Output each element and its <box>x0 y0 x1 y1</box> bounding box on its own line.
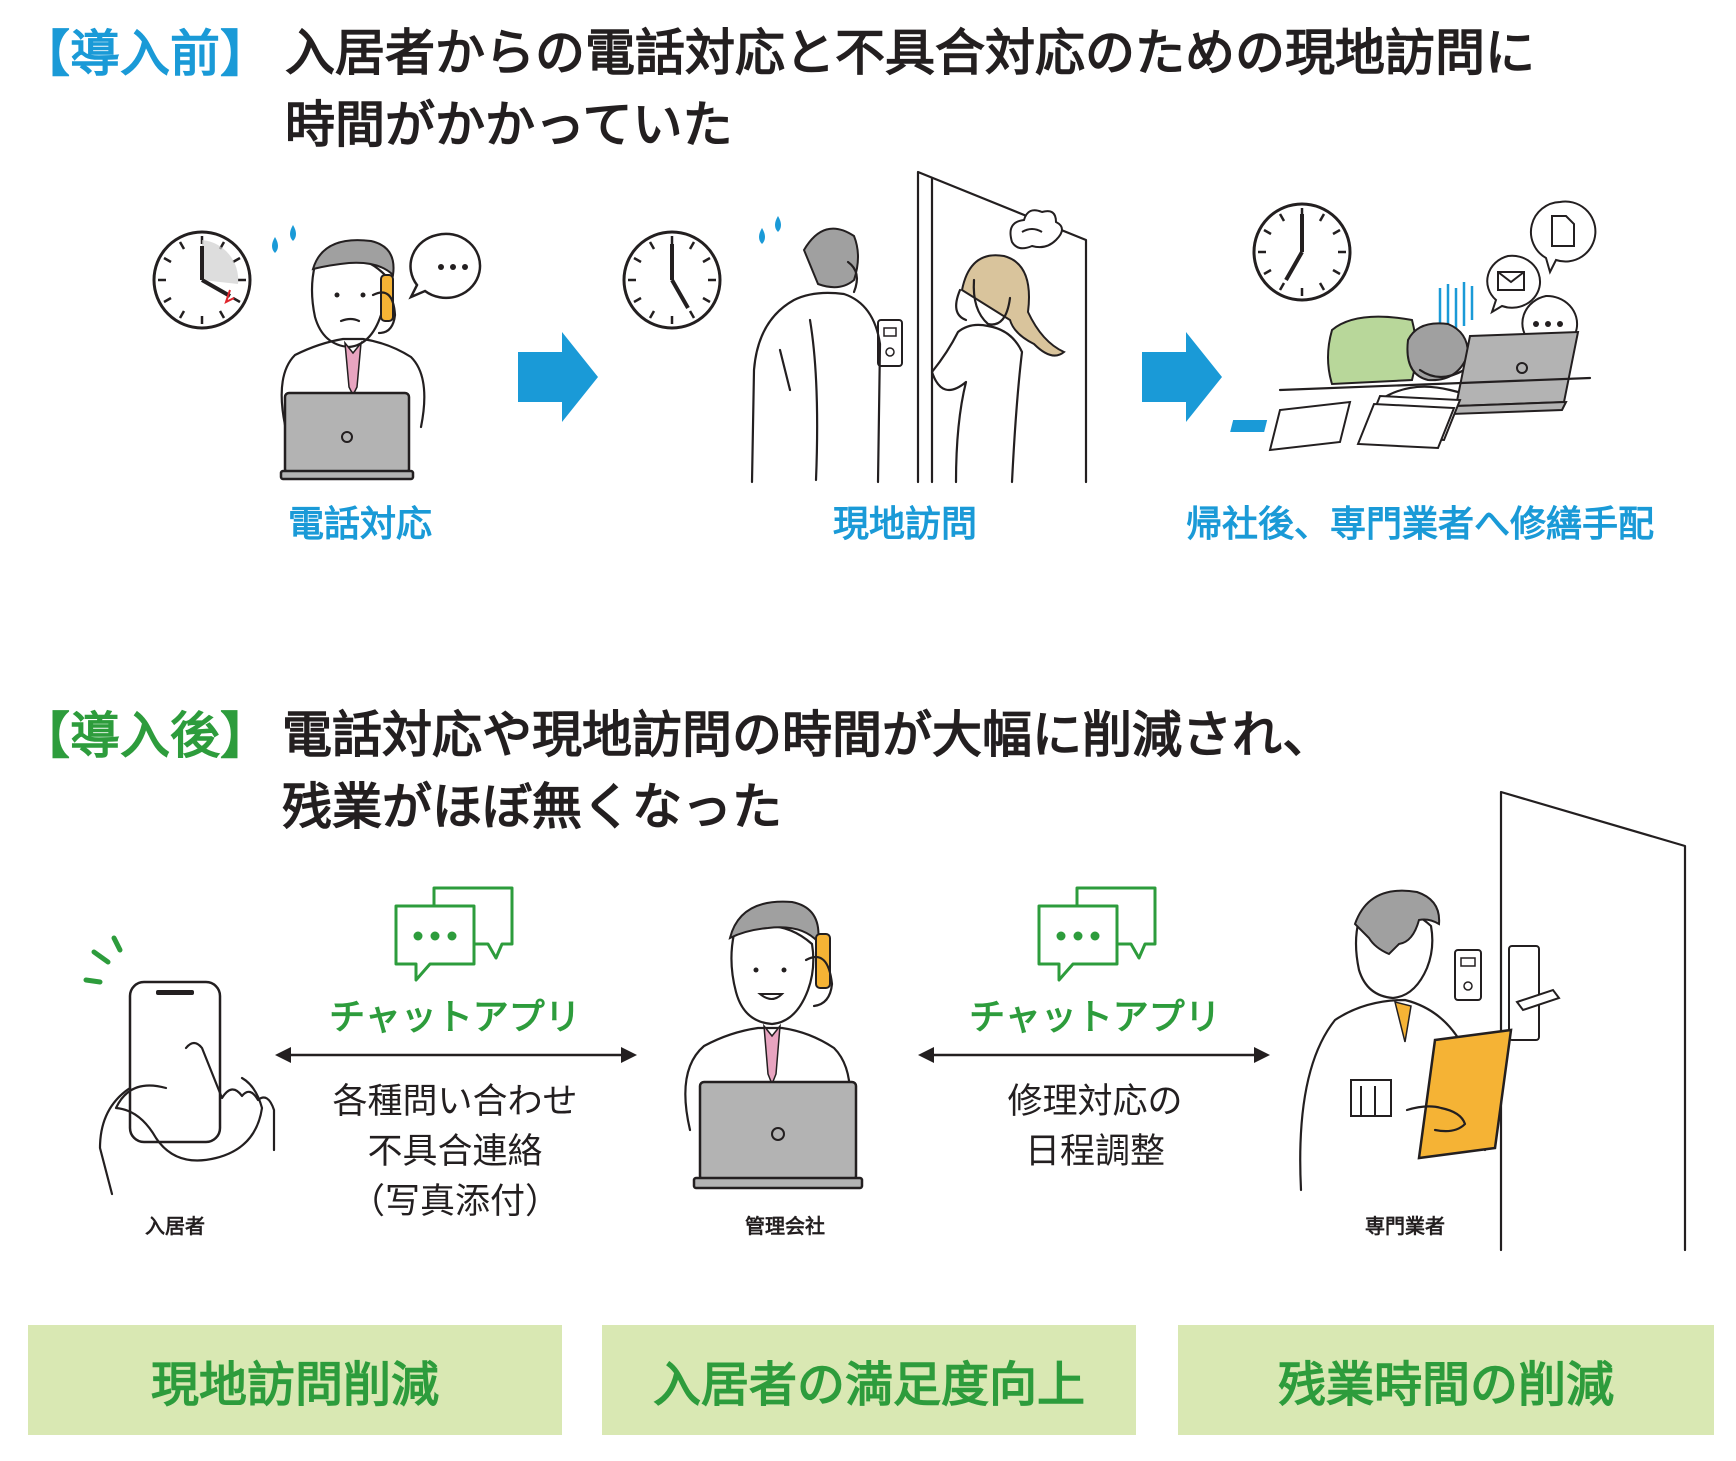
before-title-line2: 時間がかかっていた <box>285 96 733 154</box>
after-title-line1: 電話対応や現地訪問の時間が大幅に削減され、 <box>282 706 1333 764</box>
result-box-visit-reduction: 現地訪問削減 <box>28 1325 562 1435</box>
before-step-label: 電話対応 <box>287 504 432 545</box>
link-desc-line: 各種問い合わせ <box>332 1082 578 1122</box>
actor-label-management: 管理会社 <box>745 1214 825 1238</box>
chat-bubbles-icon <box>394 886 514 982</box>
chat-app-label: チャットアプリ <box>969 997 1221 1038</box>
before-step-label: 帰社後、専門業者へ修繕手配 <box>1185 504 1654 545</box>
contractor-door-illustration <box>1299 790 1687 1252</box>
arrow-right-icon <box>518 332 598 422</box>
actor-label-contractor: 専門業者 <box>1365 1214 1445 1238</box>
before-title-line1: 入居者からの電話対応と不具合対応のための現地訪問に <box>285 24 1535 82</box>
actor-label-resident: 入居者 <box>145 1214 205 1238</box>
clock-icon <box>152 230 252 330</box>
double-arrow-icon <box>918 1047 1270 1063</box>
link-desc-line: 日程調整 <box>1024 1132 1165 1172</box>
before-step-label: 現地訪問 <box>832 504 977 545</box>
after-tag: 【導入後】 <box>20 707 270 765</box>
result-box-satisfaction: 入居者の満足度向上 <box>602 1325 1136 1435</box>
arrow-right-icon <box>1142 332 1222 422</box>
link-desc-line: （写真添付） <box>349 1182 560 1222</box>
manager-phone-laptop-illustration <box>684 900 864 1190</box>
clock-icon <box>622 230 722 330</box>
chat-bubbles-icon <box>1037 886 1157 982</box>
link-desc-line: 修理対応の <box>1007 1082 1183 1122</box>
double-arrow-icon <box>275 1047 637 1063</box>
result-box-overtime-reduction: 残業時間の削減 <box>1178 1325 1714 1435</box>
after-title-line2: 残業がほぼ無くなった <box>282 778 782 836</box>
before-tag: 【導入前】 <box>20 25 270 83</box>
resident-smartphone-illustration <box>83 935 276 1196</box>
link-desc-line: 不具合連絡 <box>367 1132 543 1172</box>
stressed-worker-phone-illustration <box>272 225 482 481</box>
clock-icon <box>1252 202 1352 302</box>
overtime-desk-illustration <box>1230 200 1597 452</box>
site-visit-door-illustration <box>750 170 1088 484</box>
chat-app-label: チャットアプリ <box>329 997 581 1038</box>
